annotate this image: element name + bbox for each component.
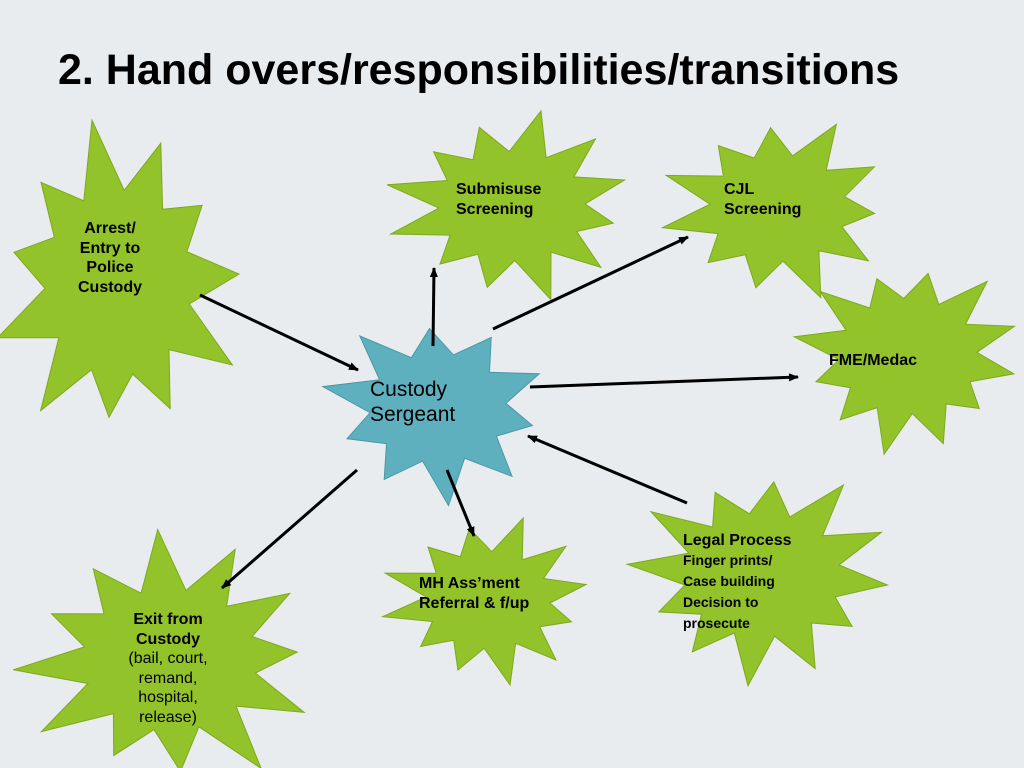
burst-arrest [0,118,241,419]
burst-custody-sergeant [321,327,541,507]
burst-cjl [660,123,876,299]
node-exit: Exit from Custody (bail, court, remand, … [112,610,224,727]
node-legal: Legal Process Finger prints/ Case buildi… [683,531,792,634]
node-exit-line: hospital, [138,689,198,707]
node-legal-line: Finger prints/ [683,552,773,569]
node-submisuse-line: Submisuse [456,181,542,198]
node-mh: MH Ass’ment Referral & f/up [419,574,529,613]
arrow-sergeant-to-submisuse [429,267,438,347]
node-exit-heading: Custody [136,630,200,648]
burst-mh [380,516,588,687]
burst-exit [13,528,306,768]
node-exit-heading: Exit from [133,611,203,628]
node-exit-line: release) [139,708,197,726]
arrow-sergeant-to-cjl [492,235,689,331]
node-legal-line: prosecute [683,615,750,632]
node-legal-line: Case building [683,573,775,590]
node-arrest-line: Entry to [79,239,141,257]
node-cjl: CJL Screening [724,180,801,219]
node-submisuse: Submisuse Screening [456,180,541,219]
node-mh-line: MH Ass’ment [419,575,520,592]
arrow-sergeant-to-mh [445,469,476,537]
burst-fme [792,272,1016,456]
node-custody-sergeant: Custody Sergeant [370,377,455,427]
node-cjl-line: Screening [724,200,802,218]
node-legal-line: Decision to [683,594,759,611]
node-legal-heading: Legal Process [683,532,792,549]
slide-title: 2. Hand overs/responsibilities/transitio… [58,46,900,94]
node-arrest-line: Police [86,259,134,277]
node-fme: FME/Medac [829,351,917,371]
arrow-sergeant-to-exit [221,468,358,590]
node-arrest: Arrest/ Entry to Police Custody [58,219,162,297]
arrow-arrest-to-sergeant [199,293,359,372]
node-arrest-line: Arrest/ [84,220,136,237]
arrow-sergeant-to-fme [529,373,799,389]
node-custody-sergeant-line: Sergeant [370,403,456,427]
node-mh-line: Referral & f/up [419,594,530,612]
node-arrest-line: Custody [78,278,142,296]
arrow-legal-to-sergeant [527,434,688,505]
burst-submisuse [386,109,627,301]
node-custody-sergeant-line: Custody [370,378,448,401]
burst-legal [625,480,890,688]
node-fme-line: FME/Medac [829,352,918,369]
node-submisuse-line: Screening [456,200,534,218]
node-exit-line: (bail, court, [128,650,208,668]
node-cjl-line: CJL [724,181,755,198]
node-exit-line: remand, [138,669,198,687]
